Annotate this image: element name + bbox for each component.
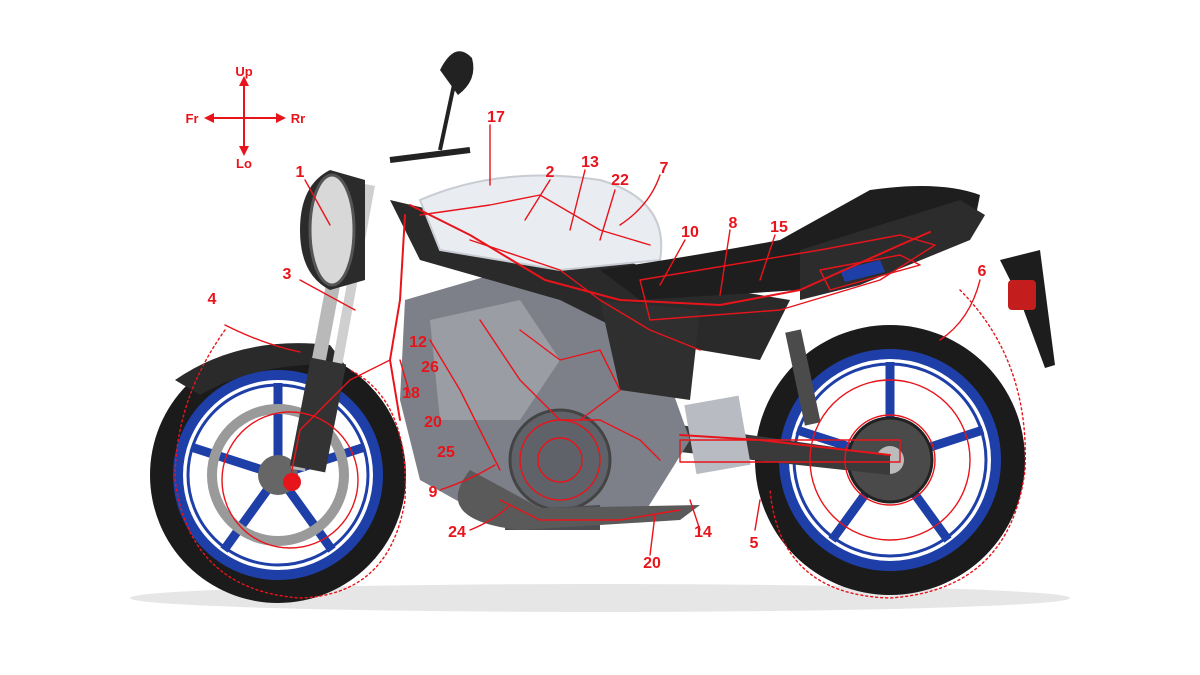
generator-outline bbox=[519, 419, 601, 501]
frame-pivot bbox=[600, 300, 700, 400]
down-arrow-icon bbox=[239, 146, 249, 156]
ground-shadow bbox=[130, 584, 1070, 612]
callout-20: 20 bbox=[643, 555, 661, 572]
callout-3: 3 bbox=[283, 266, 292, 283]
rear-wheel-trace bbox=[809, 379, 971, 541]
front-engine-harness bbox=[429, 339, 501, 471]
front-fender bbox=[175, 343, 345, 395]
callout-24: 24 bbox=[448, 524, 466, 541]
callout-6: 6 bbox=[978, 263, 987, 280]
orientation-rear: Rr bbox=[291, 111, 305, 126]
callout-10: 10 bbox=[681, 224, 699, 241]
orientation-front: Fr bbox=[186, 111, 199, 126]
fuel-tank bbox=[418, 174, 663, 272]
callout-4: 4 bbox=[208, 291, 217, 308]
up-arrow-icon bbox=[239, 76, 249, 86]
callout-15: 15 bbox=[770, 219, 788, 236]
rear-harness-outline bbox=[639, 234, 936, 321]
leader-lines bbox=[224, 124, 981, 556]
rear-hub-trace bbox=[844, 414, 936, 506]
front-wheel-route bbox=[174, 329, 407, 599]
callout-26: 26 bbox=[421, 359, 439, 376]
rear-shock bbox=[785, 329, 821, 426]
callout-8: 8 bbox=[729, 215, 738, 232]
rear-arrow-icon bbox=[276, 113, 286, 123]
callout-labels: 1 2 3 4 5 6 7 8 9 10 12 13 14 15 17 18 2… bbox=[208, 109, 987, 572]
orientation-indicator: Up Lo Fr Rr bbox=[186, 64, 306, 171]
front-wheel-sensor bbox=[283, 473, 301, 491]
callout-9: 9 bbox=[429, 484, 438, 501]
callout-2: 2 bbox=[546, 164, 555, 181]
callout-18: 18 bbox=[402, 385, 420, 402]
harness-overlay bbox=[174, 124, 1027, 599]
orientation-down: Lo bbox=[236, 156, 252, 171]
callout-5: 5 bbox=[750, 535, 759, 552]
tail-harness-outline bbox=[819, 254, 921, 291]
mid-harness bbox=[469, 239, 701, 351]
main-harness bbox=[409, 204, 931, 306]
tail-accent bbox=[840, 260, 885, 282]
swingarm-outline bbox=[679, 439, 901, 463]
front-arrow-icon bbox=[204, 113, 214, 123]
callout-1: 1 bbox=[296, 164, 305, 181]
reflector bbox=[1008, 280, 1036, 310]
callout-12: 12 bbox=[409, 334, 427, 351]
engine-harness-b bbox=[519, 329, 621, 421]
exhaust bbox=[457, 470, 700, 530]
callout-22: 22 bbox=[611, 172, 629, 189]
callout-13: 13 bbox=[581, 154, 599, 171]
orientation-up: Up bbox=[235, 64, 252, 79]
callout-25: 25 bbox=[437, 444, 455, 461]
lower-harness bbox=[499, 499, 681, 521]
rear-wheel-route bbox=[769, 289, 1027, 599]
front-harness-branch bbox=[389, 214, 406, 421]
front-abs-lead bbox=[289, 359, 391, 481]
handlebar bbox=[389, 51, 474, 163]
callout-14: 14 bbox=[694, 524, 712, 541]
motorcycle bbox=[150, 51, 1055, 603]
callout-20-upper: 20 bbox=[424, 414, 442, 431]
front-disc-trace bbox=[221, 411, 359, 549]
generator-core bbox=[537, 437, 583, 483]
callout-7: 7 bbox=[660, 160, 669, 177]
callout-17: 17 bbox=[487, 109, 505, 126]
